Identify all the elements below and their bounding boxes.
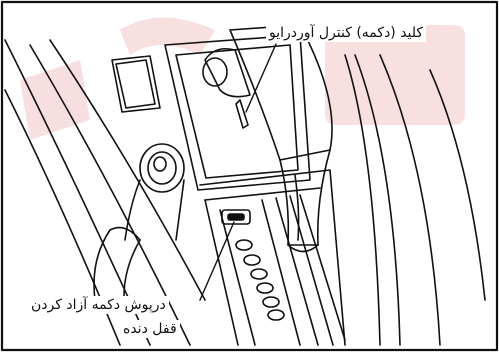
label-overdrive-switch: کلید (دکمه) کنترل آوردرایو — [266, 24, 426, 42]
label-shift-lock-cover-line2: قفل دنده — [120, 320, 180, 338]
leader-shift-lock — [200, 222, 234, 300]
position-indicators — [236, 240, 284, 320]
round-knob — [125, 144, 184, 240]
label-shift-lock-cover-line1: درپوش دکمه آزاد کردن — [28, 296, 169, 314]
shift-lock-cover — [222, 210, 250, 224]
